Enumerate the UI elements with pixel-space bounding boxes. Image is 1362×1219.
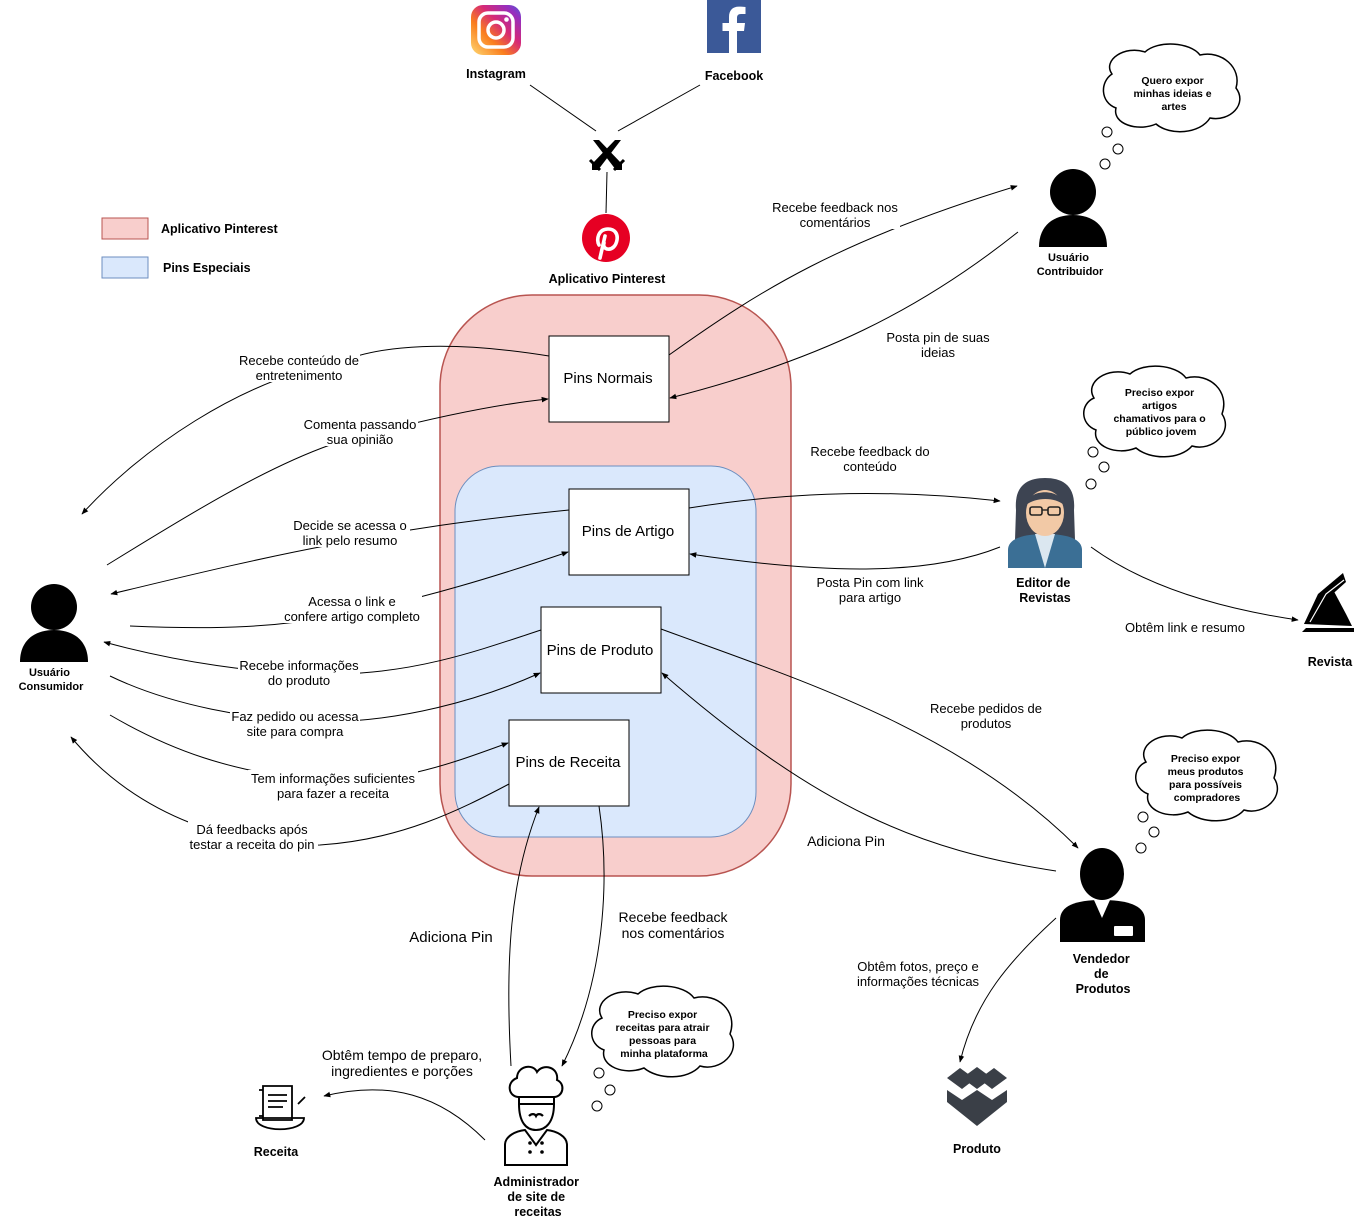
label-adiciona-pin-admin: Adiciona Pin xyxy=(402,926,500,946)
product-label: Produto xyxy=(953,1142,1001,1156)
edge-contributor-to-normais xyxy=(669,231,1019,400)
instagram-icon xyxy=(471,5,521,55)
thought-cloud-seller: Preciso expor meus produtos para possíve… xyxy=(1135,729,1279,854)
edge-seller-to-product xyxy=(958,917,1057,1063)
box-pins-produto[interactable]: Pins de Produto xyxy=(540,606,662,694)
box-pins-normais-label: Pins Normais xyxy=(563,370,652,387)
svg-text:Preciso expor receitas p: Preciso expor receitas para atrair pesso… xyxy=(616,1009,713,1060)
user-contributor-icon xyxy=(1039,169,1107,247)
seller-icon xyxy=(1060,848,1145,942)
pinterest-icon xyxy=(582,214,630,262)
thought-cloud-contributor: Quero expor minhas ideias e artes xyxy=(1099,43,1241,170)
label-adiciona-pin-vendedor: Adiciona Pin xyxy=(804,831,888,849)
legend-special-swatch xyxy=(101,256,149,279)
edge-instagram-swords xyxy=(529,84,597,132)
editor-label: Editor de Revistas xyxy=(1016,576,1074,605)
edge-swords-pinterest xyxy=(605,171,608,214)
thought-cloud-editor: Preciso expor artigos chamativos para o … xyxy=(1083,365,1227,490)
edge-artigo-to-editor xyxy=(688,492,1001,509)
svg-text:Obtêm tempo de preparo,ingredi: Obtêm tempo de preparo,ingredientes e po… xyxy=(322,1047,482,1079)
svg-text:Preciso expor artigos: Preciso expor artigos chamativos para o … xyxy=(1113,387,1208,438)
facebook-label: Facebook xyxy=(705,69,763,83)
recipe-label: Receita xyxy=(254,1145,300,1159)
facebook-icon xyxy=(707,0,761,54)
svg-text:Obtêm link e resumo: Obtêm link e resumo xyxy=(1125,620,1245,635)
seller-label: Vendedor de Produtos xyxy=(1073,952,1133,996)
user-consumer-icon xyxy=(20,584,88,662)
edge-produto-to-seller xyxy=(660,628,1079,849)
edge-editor-to-artigo xyxy=(689,546,1001,570)
box-pins-normais[interactable]: Pins Normais xyxy=(548,335,670,423)
legend-special-label: Pins Especiais xyxy=(163,261,251,275)
recipe-book-icon xyxy=(255,1085,306,1131)
editor-woman-icon xyxy=(1008,478,1082,568)
magazine-label: Revista xyxy=(1308,655,1354,669)
svg-text:Quero expor minhas ideia: Quero expor minhas ideias e artes xyxy=(1133,75,1214,113)
legend: Aplicativo Pinterest Pins Especiais xyxy=(101,217,279,279)
box-pins-receita[interactable]: Pins de Receita xyxy=(508,719,630,807)
svg-text:Preciso expor meus produ: Preciso expor meus produtos para possíve… xyxy=(1168,753,1247,804)
legend-pinterest-label: Aplicativo Pinterest xyxy=(161,222,279,236)
svg-text:Adiciona Pin: Adiciona Pin xyxy=(807,833,885,849)
chef-icon xyxy=(504,1065,568,1166)
recipe-admin-label: Administrador de site de receitas xyxy=(494,1175,583,1219)
edge-receita-to-admin xyxy=(561,805,605,1067)
instagram-label: Instagram xyxy=(466,67,526,81)
magazine-icon xyxy=(1302,573,1354,632)
label-obtem-tempo: Obtêm tempo de preparo,ingredientes e po… xyxy=(318,1046,486,1079)
box-pins-receita-label: Pins de Receita xyxy=(515,754,621,771)
edge-seller-to-produto xyxy=(661,672,1057,872)
edge-normais-to-contributor xyxy=(668,185,1018,356)
product-box-icon xyxy=(947,1067,1007,1126)
legend-pinterest-swatch xyxy=(101,217,149,240)
pinterest-app-label: Aplicativo Pinterest xyxy=(549,272,667,286)
edge-facebook-swords xyxy=(617,84,701,132)
thought-cloud-admin: Preciso expor receitas para atrair pesso… xyxy=(591,985,735,1112)
box-pins-artigo-label: Pins de Artigo xyxy=(582,523,675,540)
edge-admin-to-recipe xyxy=(323,1089,486,1141)
crossed-swords-icon xyxy=(588,140,626,172)
user-contributor-label: Usuário Contribuidor xyxy=(1037,252,1104,278)
edge-editor-to-magazine xyxy=(1090,546,1299,622)
label-obtem-link: Obtêm link e resumo xyxy=(1122,619,1248,635)
box-pins-artigo[interactable]: Pins de Artigo xyxy=(568,488,690,576)
box-pins-produto-label: Pins de Produto xyxy=(547,642,654,659)
user-consumer-label: Usuário Consumidor xyxy=(19,667,84,693)
svg-text:Adiciona Pin: Adiciona Pin xyxy=(409,929,492,946)
edge-admin-to-receita xyxy=(508,806,540,1067)
